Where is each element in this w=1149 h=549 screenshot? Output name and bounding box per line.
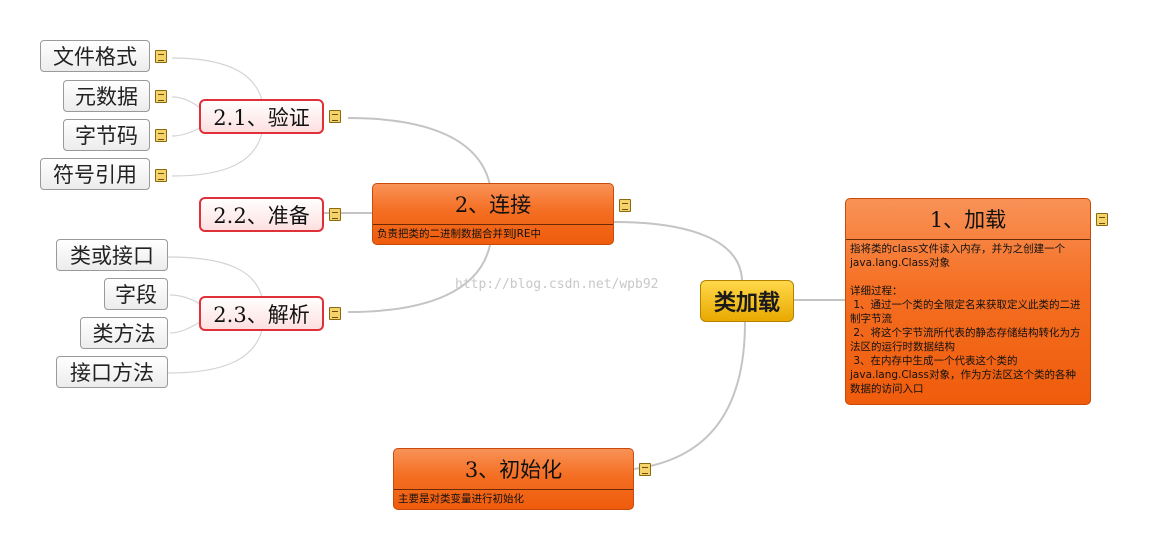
link-verify-item-1 xyxy=(171,96,201,109)
verify-node[interactable]: 2.1、验证 xyxy=(199,99,324,134)
link-resolve-item-0 xyxy=(167,256,263,298)
link-resolve-item-1 xyxy=(169,294,201,305)
load-node[interactable]: 1、加载 指将类的class文件读入内存，并为之创建一个java.lang.Cl… xyxy=(845,198,1091,405)
load-title: 1、加载 xyxy=(846,199,1090,240)
link-resolve-item-3 xyxy=(167,329,263,374)
init-node[interactable]: 3、初始化 主要是对类变量进行初始化 xyxy=(393,448,634,510)
note-icon[interactable] xyxy=(155,50,167,63)
verify-item-bytecode[interactable]: 字节码 xyxy=(63,119,150,151)
verify-item-metadata[interactable]: 元数据 xyxy=(63,80,150,112)
note-icon[interactable] xyxy=(155,90,167,103)
link-link-verify xyxy=(347,117,491,186)
note-icon[interactable] xyxy=(619,199,631,212)
watermark: http://blog.csdn.net/wpb92 xyxy=(455,277,659,292)
link-verify-item-2 xyxy=(171,127,201,137)
resolve-item-class-method[interactable]: 类方法 xyxy=(80,317,168,349)
note-icon[interactable] xyxy=(155,169,167,182)
note-icon[interactable] xyxy=(329,208,341,221)
init-description: 主要是对类变量进行初始化 xyxy=(398,493,524,505)
link-resolve-item-2 xyxy=(169,321,201,334)
resolve-node[interactable]: 2.3、解析 xyxy=(199,296,324,331)
note-icon[interactable] xyxy=(155,129,167,142)
note-icon[interactable] xyxy=(329,307,341,320)
prepare-node[interactable]: 2.2、准备 xyxy=(199,197,324,232)
load-description: 指将类的class文件读入内存，并为之创建一个java.lang.Class对象… xyxy=(850,243,1081,395)
link-verify-item-3 xyxy=(171,132,263,177)
note-icon[interactable] xyxy=(639,463,651,476)
resolve-item-interface-method[interactable]: 接口方法 xyxy=(56,356,168,388)
verify-item-file-format[interactable]: 文件格式 xyxy=(40,40,150,72)
link-link-resolve xyxy=(347,244,491,313)
root-node[interactable]: 类加载 xyxy=(700,280,794,322)
resolve-item-field[interactable]: 字段 xyxy=(104,278,168,310)
link-root-init xyxy=(633,321,746,470)
verify-item-symbol-ref[interactable]: 符号引用 xyxy=(40,158,150,190)
init-title: 3、初始化 xyxy=(394,449,633,490)
link-root-link xyxy=(613,221,743,281)
link-verify-item-0 xyxy=(171,57,263,101)
note-icon[interactable] xyxy=(329,110,341,123)
resolve-item-class-or-interface[interactable]: 类或接口 xyxy=(56,239,168,271)
note-icon[interactable] xyxy=(1096,213,1108,226)
link-node[interactable]: 2、连接 负责把类的二进制数据合并到JRE中 xyxy=(372,183,614,245)
link-title: 2、连接 xyxy=(373,184,613,225)
link-description: 负责把类的二进制数据合并到JRE中 xyxy=(377,228,542,240)
